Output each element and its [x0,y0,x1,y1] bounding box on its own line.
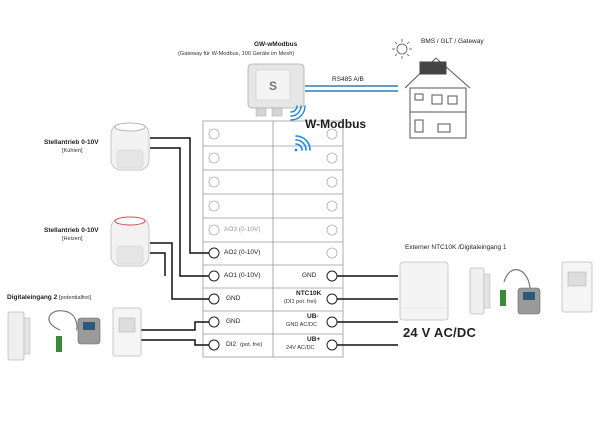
gateway-wifi-icon [290,105,306,121]
sun-icon [392,39,412,59]
sensor-probe-image [48,310,101,352]
terminal-ao1: AO1 (0-10V) [224,272,261,279]
external-title: Externer NTC10K /Digitaleingang 1 [405,244,507,251]
terminal-ub-plus: UB+ [307,336,321,343]
bms-house-icon [404,57,471,139]
actuator-cool-sub: [Kühlen] [62,148,83,154]
actuator-heat-sub: [Heizen] [62,236,83,242]
terminal-di2: DI2 [226,341,237,348]
heating-actuator-image [110,216,150,267]
terminal-ntc-sub: (DI1 pot. frei) [284,299,317,305]
terminal-gnd-right: GND [302,272,317,279]
rs485-label: RS485 A/B [332,76,364,83]
terminal-ao3: AO3 (0-10V) [224,226,261,233]
wmodbus-label: W-Modbus [305,117,367,131]
digital2-title: Digitaleingang 2 [7,294,58,301]
actuator-cool-title: Stellantrieb 0-10V [44,139,99,146]
terminal-gnd-left-2: GND [226,318,241,325]
terminal-ub-minus: UB- [307,313,319,320]
terminal-ub-plus-sub: 24V AC/DC [286,345,315,351]
terminal-ntc: NTC10K [296,290,322,297]
wires [140,137,398,346]
probe-right-image [500,269,541,315]
door-contact-right-image [469,267,491,315]
gateway-subtitle: (Gateway für W-Modbus, 100 Geräte im Mes… [178,51,295,57]
bms-title: BMS / GLT / Gateway [421,38,484,45]
digital2-sub: [potentialfrei] [59,295,92,301]
gateway-title: GW-wModbus [254,41,298,48]
card-switch-image [112,307,142,357]
rs485-bus [305,85,398,92]
gateway-device: S [247,63,305,117]
terminal-ao2: AO2 (0-10V) [224,249,261,256]
svg-text:S: S [269,79,277,93]
terminal-ub-minus-sub: GND AC/DC [286,322,318,328]
terminal-block [202,120,344,358]
terminal-wifi-icon [294,135,311,152]
card-switch-right-image [561,261,593,313]
power-label: 24 V AC/DC [403,325,477,340]
door-contact-image [7,311,31,361]
room-sensor-image [399,261,449,321]
cooling-actuator-image [110,122,150,171]
terminal-di2-sub: (pot. frei) [240,342,263,348]
unused-terminals [208,128,338,259]
actuator-heat-title: Stellantrieb 0-10V [44,227,99,234]
terminal-gnd-left-1: GND [226,295,241,302]
